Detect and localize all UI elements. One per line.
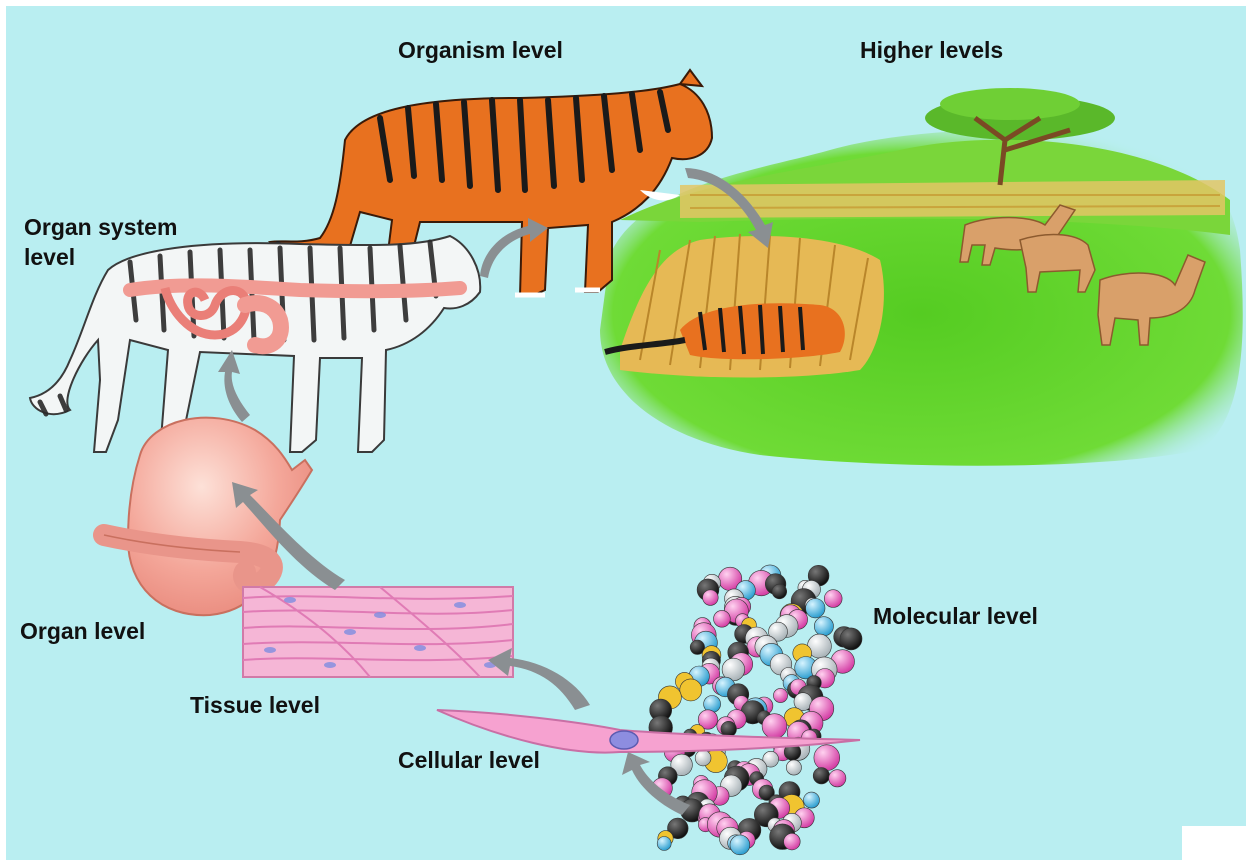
atom — [762, 714, 787, 739]
stomach-icon — [104, 418, 312, 616]
arrow-organ-to-system — [218, 350, 250, 422]
atom — [829, 770, 846, 787]
cellular-level-label: Cellular level — [398, 747, 540, 774]
atom — [813, 768, 829, 784]
atom — [721, 721, 737, 737]
atom — [773, 688, 787, 702]
organ-system-level-label-line2: level — [24, 244, 75, 271]
corner-blank — [1182, 826, 1247, 865]
organism-level-label: Organism level — [398, 37, 563, 64]
muscle-tissue-icon — [243, 587, 513, 677]
atom — [814, 745, 840, 771]
atom — [804, 792, 820, 808]
higher-levels-label: Higher levels — [860, 37, 1003, 64]
atom — [680, 679, 702, 701]
digestive-tiger-icon — [30, 236, 480, 452]
molecular-level-label: Molecular level — [873, 603, 1038, 630]
atom — [786, 760, 801, 775]
atom — [784, 833, 801, 850]
atom — [814, 617, 833, 636]
atom — [703, 590, 719, 606]
atom — [772, 584, 787, 599]
organ-system-level-label-line1: Organ system — [24, 214, 177, 241]
organ-level-label: Organ level — [20, 618, 145, 645]
atom — [714, 610, 731, 627]
atom — [824, 590, 842, 608]
atom — [840, 628, 862, 650]
atom — [730, 835, 750, 855]
atom — [657, 837, 671, 851]
tissue-level-label: Tissue level — [190, 692, 320, 719]
arrow-cell-to-tissue — [488, 648, 590, 710]
atom — [695, 750, 711, 766]
atom — [806, 599, 825, 618]
